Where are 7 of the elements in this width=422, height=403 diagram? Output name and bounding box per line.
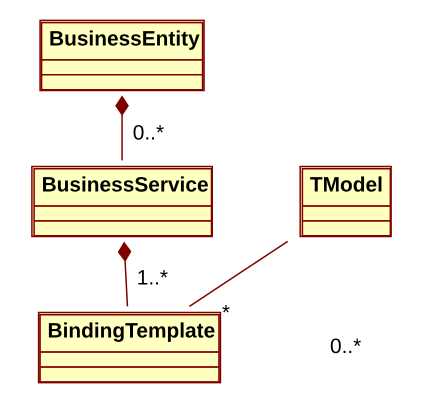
connector [117, 242, 131, 306]
edge-label: 1..* [136, 266, 168, 290]
label: 0..* [329, 335, 361, 358]
connector [114, 95, 128, 160]
connector [188, 240, 288, 308]
edge-label: 0..* [132, 122, 164, 145]
edge-label: * [221, 301, 230, 324]
